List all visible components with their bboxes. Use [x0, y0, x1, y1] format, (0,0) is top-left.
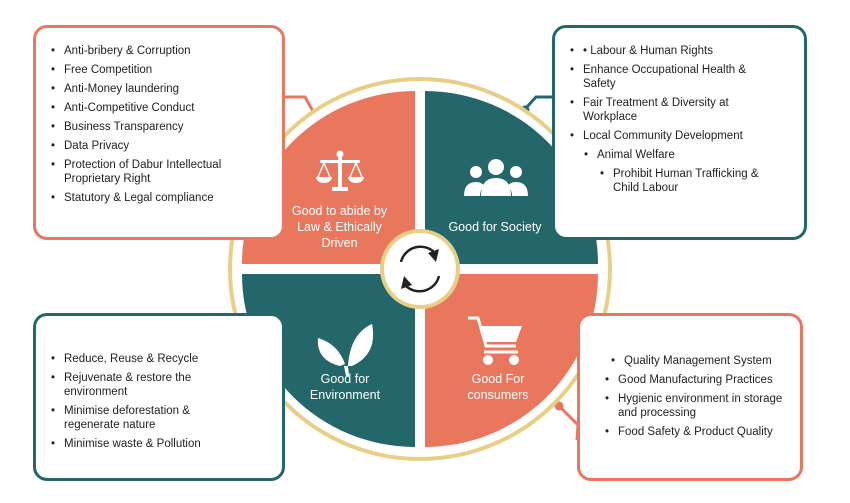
connector-society — [524, 95, 552, 110]
list-item: Local Community Development — [565, 129, 794, 143]
society-items-list: • Labour & Human Rights Enhance Occupati… — [565, 44, 794, 195]
list-item: Anti-Competitive Conduct — [46, 101, 272, 115]
quadrant-label-governance: Good to abide by Law & Ethically Driven — [291, 204, 388, 250]
consumers-items-box: Quality Management System Good Manufactu… — [577, 313, 803, 481]
list-item: Rejuvenate & restore the environment — [46, 371, 204, 399]
list-item: Minimise waste & Pollution — [46, 437, 272, 451]
quadrant-consumers — [425, 274, 598, 447]
connector-dot-governance — [309, 110, 319, 120]
leaves-icon — [317, 324, 374, 376]
connector-governance — [285, 95, 316, 114]
list-item: Hygienic environment in storage and proc… — [600, 392, 788, 420]
society-items-box: • Labour & Human Rights Enhance Occupati… — [552, 25, 807, 240]
quadrant-label-environment: Good for Environment — [309, 372, 381, 402]
connector-consumers — [558, 405, 580, 441]
list-item: Animal Welfare — [579, 148, 794, 162]
list-item: Quality Management System — [606, 354, 792, 368]
list-item: Reduce, Reuse & Recycle — [46, 352, 272, 366]
list-item: Prohibit Human Trafficking & Child Labou… — [595, 167, 768, 195]
consumers-items-list: Quality Management System Good Manufactu… — [588, 354, 792, 439]
quadrant-label-consumers: Good For consumers — [467, 372, 529, 402]
list-item: Business Transparency — [46, 120, 272, 134]
governance-items-list: Anti-bribery & Corruption Free Competiti… — [46, 44, 272, 205]
governance-items-box: Anti-bribery & Corruption Free Competiti… — [33, 25, 285, 240]
environment-items-box: Reduce, Reuse & Recycle Rejuvenate & res… — [33, 313, 285, 481]
people-group-icon — [464, 159, 528, 196]
shopping-cart-icon — [468, 316, 522, 365]
list-item: Free Competition — [46, 63, 272, 77]
list-item: Good Manufacturing Practices — [600, 373, 792, 387]
scales-icon — [316, 150, 364, 191]
list-item: • Labour & Human Rights — [565, 44, 794, 58]
environment-items-list: Reduce, Reuse & Recycle Rejuvenate & res… — [46, 352, 272, 451]
list-item: Statutory & Legal compliance — [46, 191, 272, 205]
list-item: Food Safety & Product Quality — [600, 425, 792, 439]
list-item: Anti-Money laundering — [46, 82, 272, 96]
quadrant-label-society: Good for Society — [448, 220, 542, 234]
cycle-arrows-icon — [399, 245, 441, 293]
list-item: Enhance Occupational Health & Safety — [565, 63, 758, 91]
connector-dot-consumers — [554, 401, 564, 411]
list-item: Data Privacy — [46, 139, 272, 153]
list-item: Minimise deforestation & regenerate natu… — [46, 404, 209, 432]
connector-dot-society — [520, 105, 530, 115]
list-item: Anti-bribery & Corruption — [46, 44, 272, 58]
list-item: Fair Treatment & Diversity at Workplace — [565, 96, 748, 124]
list-item: Protection of Dabur Intellectual Proprie… — [46, 158, 224, 186]
